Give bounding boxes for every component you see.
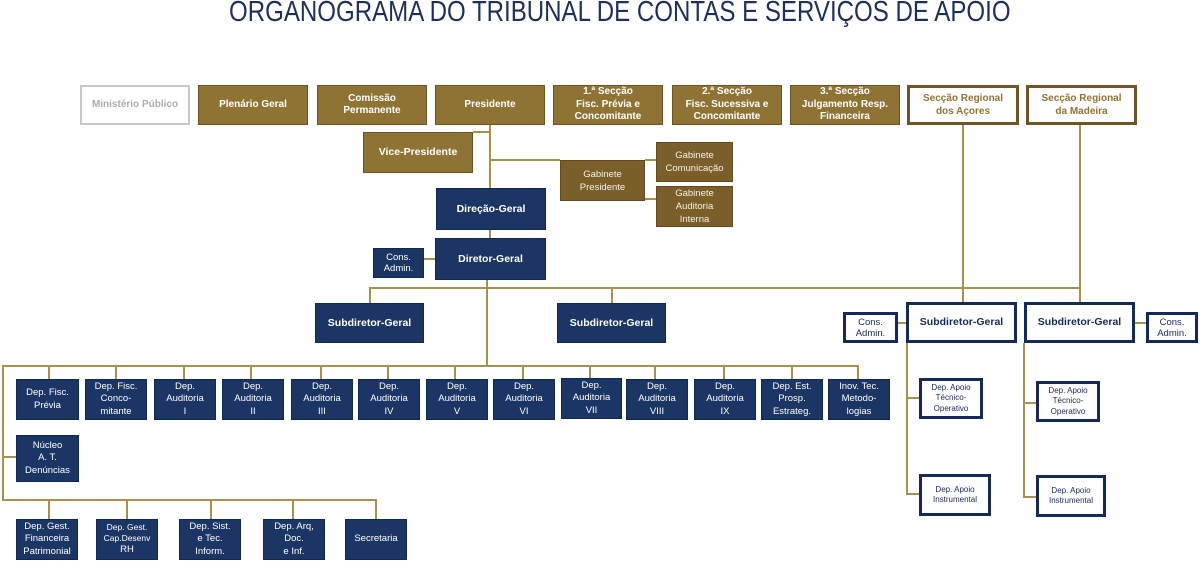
- dep-sist-tec-inform-box: Dep. Sist. e Tec. Inform.: [179, 519, 241, 560]
- connector-line-subdiretor-1: [369, 287, 371, 303]
- connector-line-support-drop: [292, 499, 294, 519]
- dep-auditoria-viii-box: Dep. Auditoria VIII: [626, 379, 688, 420]
- connector-line-department-drop: [250, 365, 252, 379]
- dep-arq-doc-inf-box: Dep. Arq, Doc. e Inf.: [263, 519, 325, 560]
- nucleo-denuncias-box: Núcleo A. T. Denúncias: [16, 435, 79, 482]
- connector-line-department-drop: [589, 365, 591, 379]
- connector-line-left-trunk: [2, 365, 4, 501]
- subdiretor-geral-madeira-box: Subdiretor-Geral: [1024, 302, 1135, 343]
- cons-admin-madeira-box: Cons. Admin.: [1146, 312, 1198, 343]
- connector-line-department-drop: [654, 365, 656, 379]
- seccao-regional-madeira-box: Secção Regional da Madeira: [1026, 85, 1137, 125]
- connector-line-support-drop: [210, 499, 212, 519]
- diretor-geral-box: Diretor-Geral: [435, 238, 546, 280]
- connector-line-presidente-trunk: [489, 125, 491, 238]
- connector-line-department-drop: [857, 365, 859, 379]
- vice-presidente-box: Vice-Presidente: [363, 132, 473, 173]
- dep-auditoria-vii-box: Dep. Auditoria VII: [561, 378, 622, 419]
- connector-line-diretor-trunk: [486, 280, 488, 367]
- connector-line-gabinete-comunicacao: [645, 159, 656, 161]
- dep-auditoria-ix-box: Dep. Auditoria IX: [694, 379, 756, 420]
- connector-line-madeira-dept-trunk: [1023, 343, 1025, 498]
- dep-gest-cap-desenv-rh-box: Dep. Gest. Cap.Desenv RH: [96, 519, 158, 560]
- subdiretor-geral-box-2: Subdiretor-Geral: [557, 303, 666, 343]
- dep-fisc-concomitante-box: Dep. Fisc. Conco- mitante: [85, 379, 147, 420]
- connector-line-department-drop: [115, 365, 117, 379]
- comissao-permanente-box: Comissão Permanente: [317, 85, 427, 125]
- dep-est-prosp-estrateg-box: Dep. Est. Prosp. Estrateg.: [761, 379, 823, 420]
- dep-gest-financeira-patrimonial-box: Dep. Gest. Financeira Patrimonial: [16, 519, 78, 560]
- secretaria-box: Secretaria: [345, 519, 407, 560]
- connector-line-department-drop: [791, 365, 793, 379]
- connector-line-support-drop: [375, 499, 377, 519]
- connector-line-cons-admin-madeira: [1135, 322, 1146, 324]
- connector-line-department-drop: [387, 365, 389, 379]
- dep-auditoria-vi-box: Dep. Auditoria VI: [493, 379, 555, 420]
- chart-title: ORGANOGRAMA DO TRIBUNAL DE CONTAS E SERV…: [229, 0, 1011, 28]
- primeira-seccao-box: 1.ª Secção Fisc. Prévia e Concomitante: [553, 85, 663, 125]
- dep-auditoria-iii-box: Dep. Auditoria III: [291, 379, 353, 420]
- inov-tec-metodologias-box: Inov. Tec. Metodo- logias: [828, 379, 890, 420]
- gabinete-auditoria-interna-box: Gabinete Auditoria Interna: [656, 186, 733, 227]
- cons-admin-box: Cons. Admin.: [373, 248, 424, 278]
- presidente-box: Presidente: [435, 85, 545, 125]
- dep-fisc-previa-box: Dep. Fisc. Prévia: [16, 379, 79, 420]
- direcao-geral-box: Direção-Geral: [436, 188, 546, 230]
- dep-apoio-tecnico-operativo-madeira-box: Dep. Apoio Técnico- Operativo: [1036, 381, 1100, 422]
- connector-line-support-drop: [126, 499, 128, 519]
- connector-line-vice-presidente: [473, 131, 490, 133]
- connector-line-nucleo: [2, 456, 16, 458]
- dep-apoio-instrumental-madeira-box: Dep. Apoio Instrumental: [1036, 475, 1106, 517]
- dep-auditoria-v-box: Dep. Auditoria V: [426, 379, 488, 420]
- dep-apoio-tecnico-operativo-acores-box: Dep. Apoio Técnico- Operativo: [919, 378, 983, 419]
- connector-line-department-drop: [320, 365, 322, 379]
- dep-apoio-instrumental-acores-box: Dep. Apoio Instrumental: [919, 474, 991, 516]
- dep-auditoria-i-box: Dep. Auditoria I: [154, 379, 216, 420]
- connector-line-acores-trunk: [962, 125, 964, 302]
- terceira-seccao-box: 3.ª Secção Julgamento Resp. Financeira: [790, 85, 900, 125]
- connector-line-support-bus: [2, 499, 377, 501]
- seccao-regional-acores-box: Secção Regional dos Açores: [907, 85, 1019, 125]
- subdiretor-geral-acores-box: Subdiretor-Geral: [906, 302, 1017, 343]
- connector-line-departments-bus: [2, 365, 859, 367]
- connector-line-cons-admin-acores: [898, 322, 906, 324]
- dep-gest-cap-desenv-label: Dep. Gest. Cap.Desenv: [103, 522, 151, 544]
- dep-auditoria-ii-box: Dep. Auditoria II: [222, 379, 284, 420]
- connector-line-department-drop: [522, 365, 524, 379]
- connector-line-acores-instrumental: [907, 493, 919, 495]
- gabinete-comunicacao-box: Gabinete Comunicação: [656, 142, 733, 182]
- dep-rh-label: RH: [120, 544, 134, 556]
- connector-line-madeira-trunk: [1079, 125, 1081, 302]
- connector-line-madeira-instrumental: [1024, 496, 1036, 498]
- dep-auditoria-iv-box: Dep. Auditoria IV: [358, 379, 420, 420]
- connector-line-acores-tecnico: [907, 397, 919, 399]
- connector-line-subdiretor-2: [611, 287, 613, 303]
- connector-line-department-drop: [454, 365, 456, 379]
- connector-line-gabinete-auditoria: [645, 198, 656, 200]
- connector-line-gabinete-presidente: [490, 159, 560, 161]
- connector-line-department-drop: [183, 365, 185, 379]
- connector-line-madeira-tecnico: [1024, 402, 1036, 404]
- connector-line-cons-admin: [424, 258, 435, 260]
- plenario-geral-box: Plenário Geral: [198, 85, 308, 125]
- connector-line-subdiretor-bus: [369, 287, 1081, 289]
- ministerio-publico-box: Ministério Público: [80, 85, 190, 125]
- segunda-seccao-box: 2.ª Secção Fisc. Sucessiva e Concomitant…: [672, 85, 782, 125]
- cons-admin-acores-box: Cons. Admin.: [843, 312, 898, 343]
- connector-line-department-drop: [48, 365, 50, 379]
- connector-line-department-drop: [723, 365, 725, 379]
- connector-line-acores-dept-trunk: [906, 343, 908, 495]
- connector-line-support-drop: [48, 499, 50, 519]
- gabinete-presidente-box: Gabinete Presidente: [560, 160, 645, 201]
- subdiretor-geral-box-1: Subdiretor-Geral: [315, 303, 424, 343]
